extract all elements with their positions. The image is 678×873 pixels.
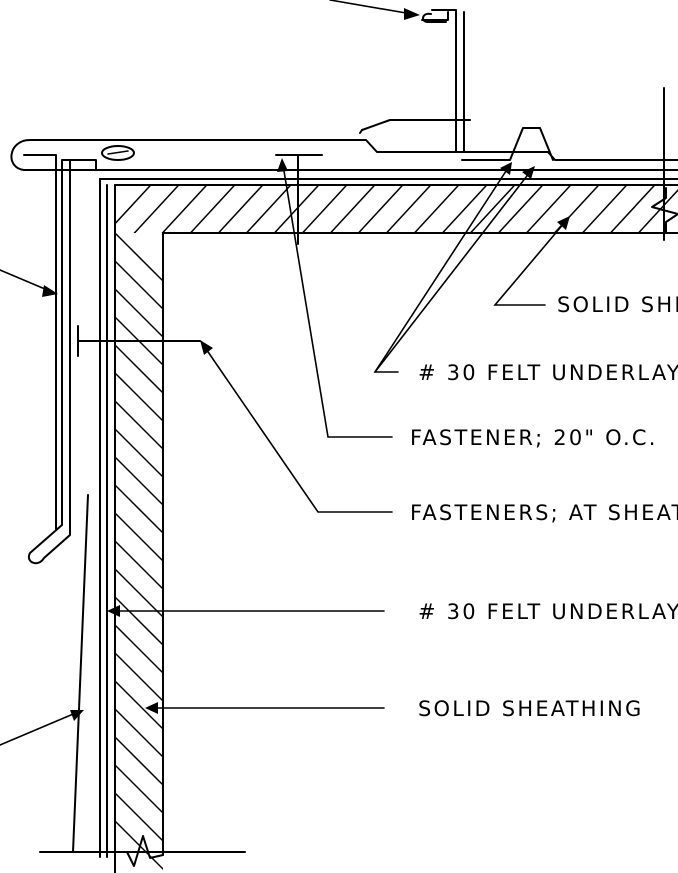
top-sheathing-hatch	[115, 185, 678, 233]
top-sheathing-board	[114, 184, 678, 234]
callout-felt-underlayment-top: # 30 FELT UNDERLAYMENT	[418, 361, 678, 385]
callout-felt-underlayment-side: # 30 FELT UNDERLAYMENT	[418, 600, 678, 624]
callout-fasteners-at-sheathing: FASTENERS; AT SHEATHING	[410, 501, 678, 525]
roof-panel-and-flashing	[10, 9, 678, 858]
side-sheathing-board	[114, 232, 164, 873]
callout-solid-sheathing-top: SOLID SHEATHING	[557, 293, 678, 317]
side-sheathing-hatch	[115, 233, 163, 871]
callout-fastener-20-oc: FASTENER; 20" O.C.	[410, 426, 658, 450]
callout-solid-sheathing-side: SOLID SHEATHING	[418, 697, 644, 721]
leader-lines	[0, 0, 570, 746]
